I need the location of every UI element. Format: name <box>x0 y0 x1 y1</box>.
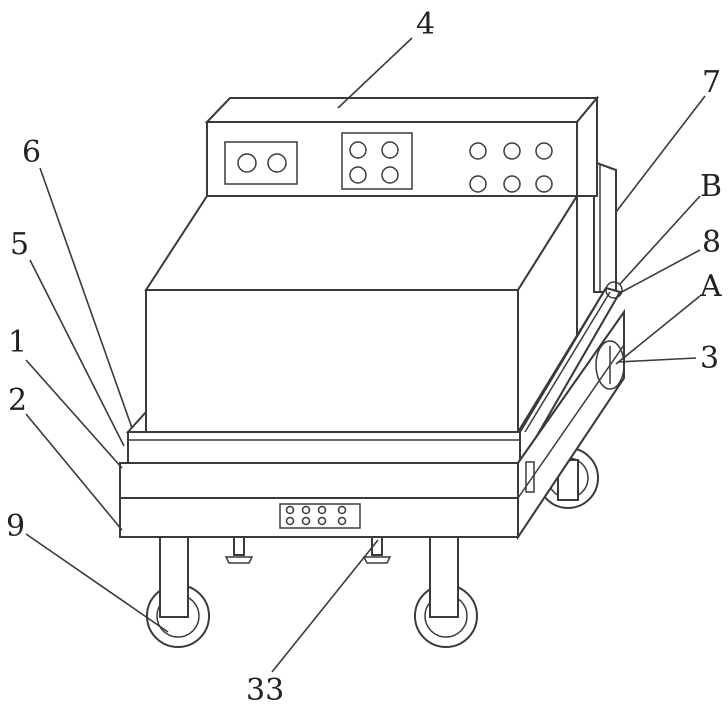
label-7: 7 <box>702 65 721 100</box>
label-9: 9 <box>6 509 25 544</box>
label-1: 1 <box>8 325 27 360</box>
label-33: 33 <box>246 673 284 706</box>
control-console <box>207 98 597 196</box>
front-wheel-right <box>415 537 477 647</box>
label-A: A <box>699 269 722 304</box>
main-housing <box>146 196 577 432</box>
label-5: 5 <box>10 227 29 262</box>
feet <box>226 537 390 563</box>
front-wheel-left <box>147 537 209 647</box>
label-2: 2 <box>8 383 27 418</box>
label-4: 4 <box>416 7 435 42</box>
label-6: 6 <box>22 135 41 170</box>
label-3: 3 <box>700 341 719 376</box>
label-B: B <box>700 169 722 204</box>
label-8: 8 <box>702 225 721 260</box>
